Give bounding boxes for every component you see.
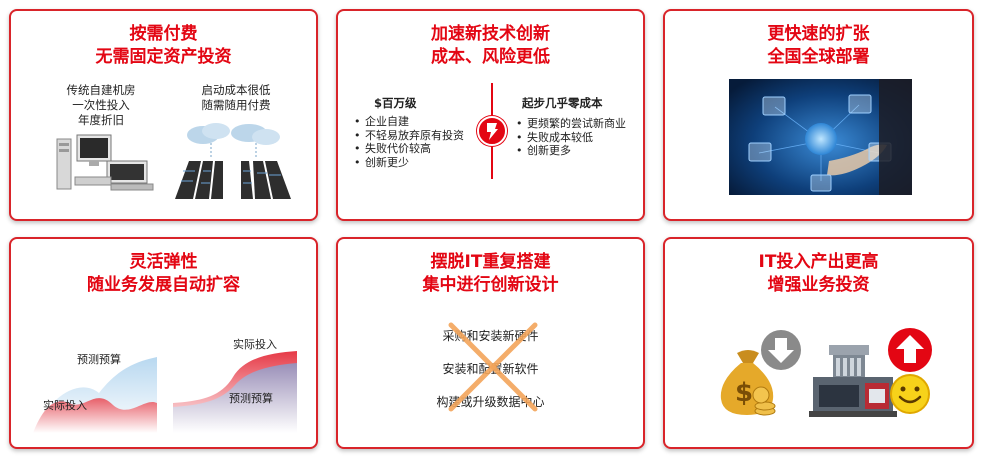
money-bag-icon: $	[720, 350, 776, 416]
card-elastic-scaling: 灵活弹性 随业务发展自动扩容 预测预算 实际投入 实际投入 预测预算	[9, 237, 318, 449]
left-heading: $百万级	[374, 96, 417, 110]
lightning-badge	[477, 116, 507, 146]
actual-label-2: 实际投入	[233, 338, 277, 351]
forecast-label: 预测预算	[77, 353, 121, 366]
actual-exceeds-chart	[173, 351, 297, 433]
cloud-text: 启动成本很低 随需随用付费	[201, 83, 271, 112]
forecast-exceeds-chart	[33, 357, 157, 433]
arrow-up-icon	[888, 328, 932, 372]
forecast-label-2: 预测预算	[229, 392, 273, 405]
card-roi: IT投入产出更高 增强业务投资 $	[663, 237, 974, 449]
svg-text:$: $	[735, 378, 753, 408]
arrow-down-icon	[761, 330, 801, 370]
card-pay-as-you-go: 按需付费 无需固定资产投资 传统自建机房 一次性投入 年度折旧 启动成本很低 随…	[9, 9, 318, 221]
card-innovation: 加速新技术创新 成本、风险更低 $百万级 企业自建 不轻易放弃原有投资 失败代价…	[336, 9, 645, 221]
actual-label: 实际投入	[43, 399, 87, 412]
cross-out-icon	[448, 322, 538, 412]
lightning-icon	[487, 123, 498, 140]
desktop-computer-icon	[56, 134, 154, 191]
right-heading: 起步几乎零成本	[522, 96, 603, 110]
card-global-expansion: 更快速的扩张 全国全球部署	[663, 9, 974, 221]
cloud-datacenter-icon	[175, 123, 291, 199]
card-title: 灵活弹性 随业务发展自动扩容	[87, 252, 240, 295]
card-title: 摆脱IT重复搭建 集中进行创新设计	[422, 252, 559, 295]
factory-icon	[809, 345, 897, 417]
smiley-icon	[890, 374, 930, 414]
card-title: 按需付费 无需固定资产投资	[95, 24, 232, 67]
right-list: 更频繁的尝试新商业 失败成本较低 创新更多	[516, 117, 626, 158]
card-title: IT投入产出更高 增强业务投资	[758, 252, 879, 295]
card-title: 更快速的扩张 全国全球部署	[767, 24, 870, 67]
left-list: 企业自建 不轻易放弃原有投资 失败代价较高 创新更少	[354, 115, 489, 169]
traditional-text: 传统自建机房 一次性投入 年度折旧	[66, 83, 136, 127]
card-title: 加速新技术创新 成本、风险更低	[431, 24, 550, 67]
global-network-image	[729, 79, 912, 195]
card-centralized-innovation: 摆脱IT重复搭建 集中进行创新设计 采购和安装新硬件 安装和配置新软件 构建或升…	[336, 237, 645, 449]
